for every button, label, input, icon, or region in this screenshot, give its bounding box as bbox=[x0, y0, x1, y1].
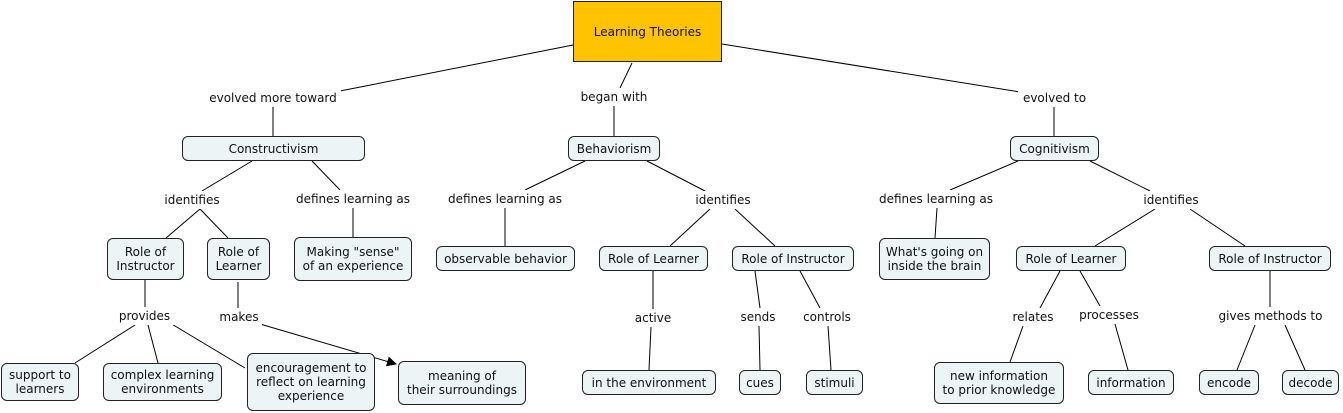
link-label-gives-methods-to: gives methods to bbox=[1213, 307, 1328, 325]
connector-line bbox=[1089, 160, 1151, 192]
concept-observable-behavior[interactable]: observable behavior bbox=[436, 246, 575, 271]
concept-making-sense[interactable]: Making "sense" of an experience bbox=[294, 237, 412, 281]
concept-information[interactable]: information bbox=[1088, 370, 1174, 395]
connector-line bbox=[74, 324, 136, 364]
connector-line bbox=[1236, 324, 1256, 371]
concept-cognitivism[interactable]: Cognitivism bbox=[1010, 136, 1099, 161]
concept-role-of-learner[interactable]: Role of Learner bbox=[207, 238, 270, 280]
connector-line bbox=[619, 62, 633, 89]
connector-line bbox=[339, 44, 574, 92]
connector-line bbox=[1009, 325, 1024, 363]
connector-line bbox=[669, 208, 711, 247]
connector-line bbox=[721, 43, 1021, 93]
connector-line bbox=[734, 208, 776, 247]
link-label-defines-learning-as: defines learning as bbox=[875, 190, 997, 208]
concept-encode[interactable]: encode bbox=[1199, 370, 1259, 395]
link-label-sends: sends bbox=[736, 308, 780, 326]
connector-line bbox=[754, 270, 761, 309]
link-label-began-with: began with bbox=[575, 88, 653, 106]
link-label-defines-learning-as: defines learning as bbox=[292, 190, 414, 208]
connector-line bbox=[169, 322, 246, 369]
root-node[interactable]: Learning Theories bbox=[573, 1, 722, 62]
concept-cues[interactable]: cues bbox=[739, 370, 781, 395]
link-label-identifies: identifies bbox=[160, 191, 224, 209]
connector-line bbox=[1079, 270, 1101, 307]
connector-line bbox=[799, 270, 821, 309]
link-label-active: active bbox=[630, 309, 676, 327]
concept-encouragement-to-reflect[interactable]: encouragement to reflect on learning exp… bbox=[247, 353, 375, 411]
concept-role-of-instructor[interactable]: Role of Instructor bbox=[107, 238, 184, 280]
connector-line bbox=[199, 208, 229, 239]
link-label-identifies: identifies bbox=[1139, 191, 1203, 209]
link-label-identifies: identifies bbox=[691, 191, 755, 209]
connector-line bbox=[934, 207, 938, 239]
concept-stimuli[interactable]: stimuli bbox=[806, 370, 863, 395]
link-label-controls: controls bbox=[799, 308, 855, 326]
concept-complex-learning-environments[interactable]: complex learning environments bbox=[103, 363, 222, 401]
concept-in-the-environment[interactable]: in the environment bbox=[582, 370, 716, 395]
connector-line bbox=[201, 160, 253, 192]
concept-support-to-learners[interactable]: support to learners bbox=[1, 363, 79, 401]
connector-line bbox=[1114, 323, 1129, 371]
link-label-evolved-to: evolved to bbox=[1018, 89, 1091, 107]
connector-line bbox=[1284, 324, 1306, 371]
connector-line bbox=[949, 160, 1019, 191]
connector-line bbox=[311, 160, 341, 191]
concept-decode[interactable]: decode bbox=[1282, 370, 1339, 395]
connector-line bbox=[1189, 208, 1246, 247]
concept-behaviorism[interactable]: Behaviorism bbox=[568, 136, 660, 161]
concept-role-of-learner[interactable]: Role of Learner bbox=[1016, 246, 1126, 271]
link-label-provides: provides bbox=[115, 307, 174, 325]
connector-line bbox=[827, 325, 832, 371]
connector-line bbox=[1039, 270, 1061, 309]
connector-line bbox=[165, 208, 201, 239]
connector-line bbox=[147, 324, 159, 364]
connector-line bbox=[1094, 208, 1156, 247]
concept-whats-going-on-inside-brain[interactable]: What's going on inside the brain bbox=[879, 238, 990, 280]
link-label-evolved-more-toward: evolved more toward bbox=[205, 89, 341, 107]
connector-line bbox=[524, 160, 586, 191]
link-label-makes: makes bbox=[216, 308, 262, 326]
concept-role-of-instructor[interactable]: Role of Instructor bbox=[1209, 246, 1331, 271]
link-label-processes: processes bbox=[1074, 306, 1144, 324]
concept-meaning-of-surroundings[interactable]: meaning of their surroundings bbox=[398, 361, 526, 405]
concept-constructivism[interactable]: Constructivism bbox=[182, 136, 365, 161]
connector-line bbox=[646, 160, 706, 192]
concept-role-of-instructor[interactable]: Role of Instructor bbox=[732, 246, 854, 271]
connector-line bbox=[758, 325, 761, 371]
concept-new-information-to-prior-knowledge[interactable]: new information to prior knowledge bbox=[934, 362, 1064, 404]
link-label-defines-learning-as: defines learning as bbox=[444, 190, 566, 208]
connector-line bbox=[648, 326, 652, 371]
concept-role-of-learner[interactable]: Role of Learner bbox=[599, 246, 708, 271]
link-label-relates: relates bbox=[1007, 308, 1059, 326]
